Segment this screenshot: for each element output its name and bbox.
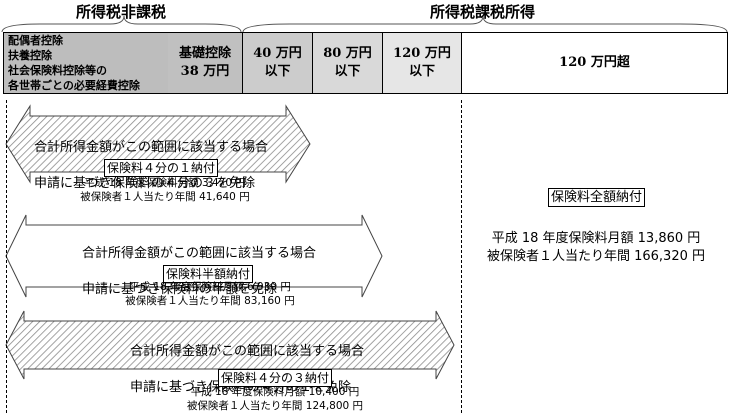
arrow-three-quarter [5, 104, 311, 184]
cell-under-80-label: 80 万円 以下 [323, 46, 372, 79]
arrow-three-quarter-line2: 申請に基づき保険料の４分の３を免除 [34, 176, 256, 191]
arrow-half-text: 合計所得金額がこの範囲に該当する場合 申請に基づき保険料の半額を免除 [82, 227, 316, 317]
arrow-half-line2: 申請に基づき保険料の半額を免除 [82, 282, 278, 297]
left-dashed-line [6, 100, 7, 413]
taxable-brace [242, 15, 728, 33]
non-taxable-brace [1, 15, 242, 33]
cell-deductions: 配偶者控除 扶養控除 社会保険料控除等の 各世帯ごとの必要経費控除 [3, 32, 169, 94]
payment-label-three-quarter: 保険料４分の１納付 [104, 159, 219, 177]
cell-under-120: 120 万円 以下 [382, 32, 462, 94]
cell-over-120: 120 万円超 [461, 32, 728, 94]
annual-quarter: 被保険者１人当たり年間 124,800 円 [186, 400, 364, 412]
boundary-dashed-line [461, 100, 462, 413]
arrow-quarter [5, 310, 455, 380]
cell-over-120-label: 120 万円超 [559, 55, 630, 70]
cell-deductions-label: 配偶者控除 扶養控除 社会保険料控除等の 各世帯ごとの必要経費控除 [8, 34, 140, 92]
full-payment-annual: 被保険者１人当たり年間 166,320 円 [486, 249, 706, 264]
taxable-title: 所得税課税所得 [430, 3, 536, 21]
full-payment-monthly: 平成 18 年度保険料月額 13,860 円 [491, 231, 701, 246]
full-payment-label: 保険料全額納付 [548, 188, 646, 207]
cell-under-40-label: 40 万円 以下 [253, 46, 302, 79]
payment-label-half: 保険料半額納付 [163, 265, 254, 283]
cell-under-80: 80 万円 以下 [312, 32, 383, 94]
arrow-three-quarter-text: 合計所得金額がこの範囲に該当する場合 申請に基づき保険料の４分の３を免除 [34, 121, 268, 211]
monthly-three-quarter: 平成 18 年度保険料月額 3,470 円 [84, 177, 246, 189]
monthly-half: 平成 18 年度保険料月額 6,930 円 [129, 281, 291, 293]
arrow-half [5, 214, 383, 298]
monthly-quarter: 平成 18 年度保険料月額 10,400 円 [190, 386, 360, 398]
cell-basic-deduction-label: 基礎控除 38 万円 [178, 46, 231, 79]
cell-basic-deduction: 基礎控除 38 万円 [168, 32, 243, 94]
cell-under-40: 40 万円 以下 [242, 32, 313, 94]
non-taxable-title: 所得税非課税 [76, 3, 167, 21]
cell-under-120-label: 120 万円 以下 [393, 46, 451, 79]
arrow-three-quarter-line1: 合計所得金額がこの範囲に該当する場合 [34, 140, 269, 155]
arrow-quarter-line1: 合計所得金額がこの範囲に該当する場合 [130, 344, 365, 359]
annual-half: 被保険者１人当たり年間 83,160 円 [125, 295, 295, 307]
payment-label-quarter: 保険料４分の３納付 [218, 369, 333, 387]
annual-three-quarter: 被保険者１人当たり年間 41,640 円 [80, 191, 250, 203]
arrow-half-line1: 合計所得金額がこの範囲に該当する場合 [82, 246, 317, 261]
